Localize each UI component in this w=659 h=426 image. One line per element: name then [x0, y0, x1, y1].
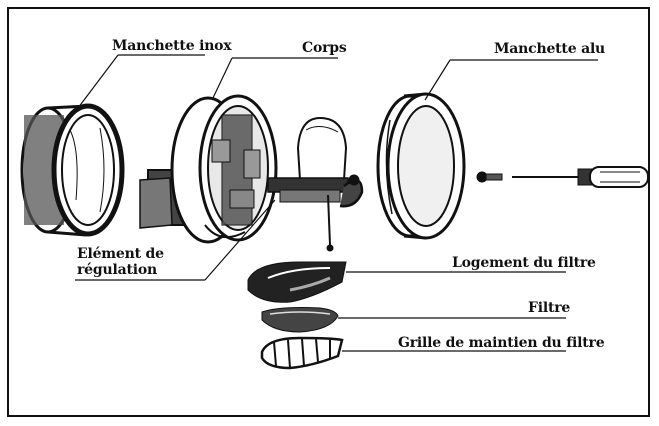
logement-filtre-part — [247, 261, 347, 303]
label-element-regulation-line1: Elément de — [77, 246, 164, 262]
label-grille: Grille de maintien du filtre — [398, 335, 605, 351]
label-element-regulation-line2: régulation — [77, 262, 157, 278]
label-corps: Corps — [302, 40, 347, 56]
label-manchette-alu: Manchette alu — [494, 41, 606, 57]
screwdriver-part — [512, 166, 649, 188]
label-logement-filtre: Logement du filtre — [452, 255, 596, 271]
corps-part — [139, 94, 278, 244]
grille-part — [260, 336, 344, 370]
leader-corps — [211, 57, 233, 101]
screw-part — [476, 171, 503, 183]
label-filtre: Filtre — [528, 300, 571, 316]
filtre-part — [261, 307, 339, 333]
leader-manchette-inox — [77, 54, 119, 109]
label-manchette-inox: Manchette inox — [112, 38, 232, 54]
leader-element-regulation — [204, 199, 276, 281]
leader-manchette-alu — [424, 59, 451, 101]
element-regulation-part — [267, 116, 364, 252]
manchette-alu-part — [376, 92, 466, 240]
manchette-inox-part — [20, 103, 125, 237]
